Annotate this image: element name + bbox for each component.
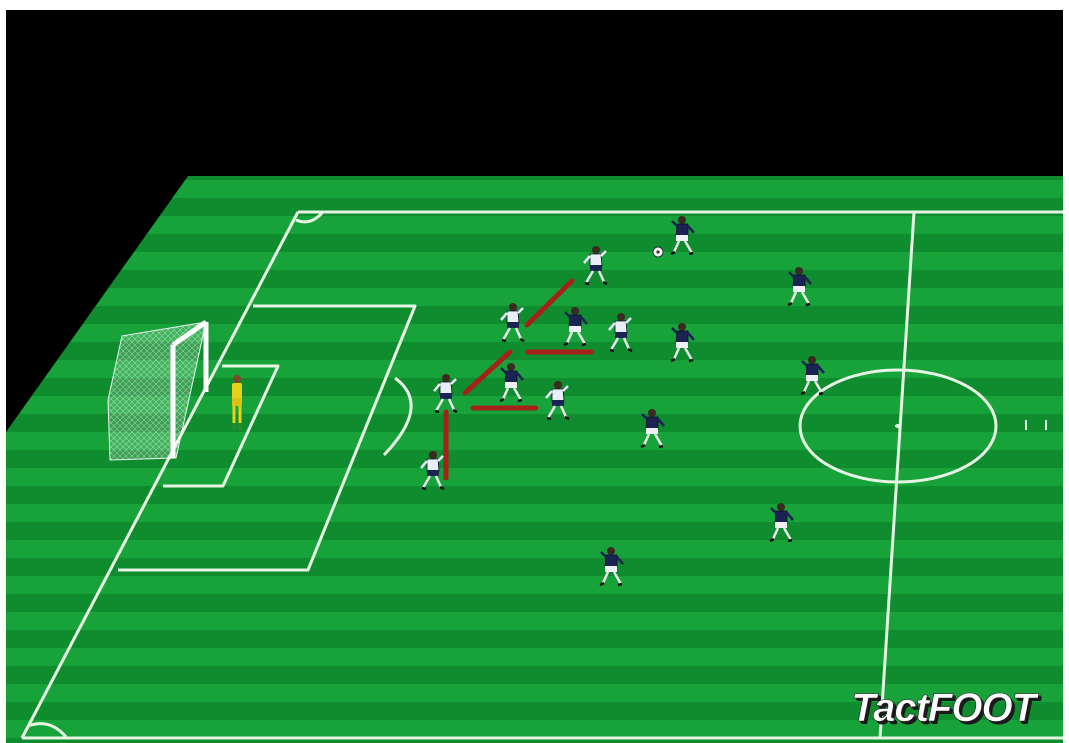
player-head	[442, 374, 450, 382]
player-boot	[689, 360, 693, 361]
player-head	[509, 303, 517, 311]
player-shirt	[507, 311, 519, 323]
player-shorts	[615, 332, 627, 338]
white-frame-right	[1063, 0, 1069, 743]
football-icon	[653, 247, 663, 257]
player-shirt	[552, 389, 564, 401]
player-boot	[618, 584, 622, 585]
player-head	[554, 381, 562, 389]
player-shorts	[793, 286, 805, 292]
player-boot	[518, 400, 522, 401]
player-boot	[422, 488, 426, 489]
player-shorts	[590, 265, 602, 271]
player-shorts	[505, 382, 517, 388]
player-shorts	[440, 393, 452, 399]
player-shorts	[507, 322, 519, 328]
player-shorts	[569, 326, 581, 332]
player-shirt	[676, 224, 688, 236]
player-boot	[806, 304, 810, 305]
player-boot	[788, 540, 792, 541]
white-frame-left	[0, 0, 6, 743]
player-shirt	[569, 315, 581, 327]
ball-patch	[656, 250, 659, 253]
player-shorts	[552, 400, 564, 406]
player-shorts	[806, 375, 818, 381]
goalkeeper-head	[233, 375, 241, 383]
player-boot	[582, 344, 586, 345]
player-head	[808, 356, 816, 364]
player-boot	[610, 350, 614, 351]
player-head	[648, 409, 656, 417]
player-boot	[659, 446, 663, 447]
player-shirt	[676, 331, 688, 343]
player-boot	[502, 340, 506, 341]
goalkeeper-shirt	[232, 383, 242, 399]
player-head	[571, 307, 579, 315]
player-shirt	[793, 275, 805, 287]
player-shorts	[676, 342, 688, 348]
player-head	[429, 451, 437, 459]
player-boot	[585, 283, 589, 284]
centre-spot	[895, 424, 901, 428]
player-shirt	[427, 459, 439, 471]
player-head	[795, 267, 803, 275]
player-shirt	[775, 511, 787, 523]
player-shirt	[440, 382, 452, 394]
player-boot	[435, 411, 439, 412]
player-head	[592, 246, 600, 254]
pitch-surface	[6, 176, 1063, 743]
player-shorts	[646, 428, 658, 434]
player-head	[777, 503, 785, 511]
player-shorts	[605, 566, 617, 572]
player-head	[507, 363, 515, 371]
player-head	[678, 323, 686, 331]
white-frame-top	[0, 0, 1069, 10]
player-shorts	[775, 522, 787, 528]
goalkeeper-shorts	[232, 398, 242, 406]
player-shirt	[605, 555, 617, 567]
player-shirt	[615, 321, 627, 333]
player-shirt	[505, 371, 517, 383]
player-shirt	[590, 254, 602, 266]
player-shirt	[806, 364, 818, 376]
player-shorts	[427, 470, 439, 476]
player-boot	[819, 393, 823, 394]
player-head	[617, 313, 625, 321]
brand-logo: TactFOOT	[851, 686, 1035, 731]
player-shorts	[676, 235, 688, 241]
player-shirt	[646, 417, 658, 429]
player-boot	[547, 418, 551, 419]
player-head	[607, 547, 615, 555]
player-boot	[689, 253, 693, 254]
player-head	[678, 216, 686, 224]
